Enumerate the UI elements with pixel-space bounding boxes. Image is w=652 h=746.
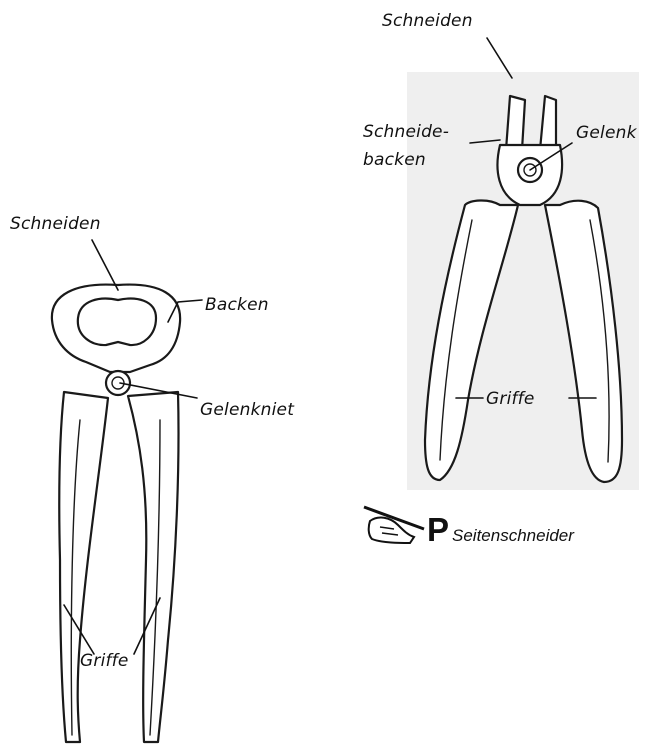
label-joint-rivet: Gelenkniet <box>200 400 295 420</box>
pincer-jaw-cavity <box>78 299 156 345</box>
label-cutting-jaws-2: backen <box>363 150 426 170</box>
caption-text: Seitenschneider <box>452 526 575 545</box>
side-cutter-blade-left <box>506 96 525 150</box>
label-cutting-edges-left: Schneiden <box>10 214 101 234</box>
label-cutting-edges-right: Schneiden <box>382 11 473 31</box>
leader-cutting-edges-left <box>92 240 118 290</box>
label-jaws: Backen <box>205 295 269 315</box>
pincer-rivet <box>106 371 130 395</box>
pincer-illustration <box>52 285 180 742</box>
pincer-handle-left <box>59 392 108 742</box>
caption-letter: P <box>427 511 449 548</box>
label-cutting-jaws-1: Schneide- <box>363 122 449 142</box>
pencil-hand-icon <box>364 507 424 543</box>
label-joint: Gelenk <box>576 123 638 143</box>
label-handles-right: Griffe <box>486 389 535 409</box>
pincer-handle-right <box>128 392 179 742</box>
label-handles-left: Griffe <box>80 651 129 671</box>
caption: P Seitenschneider <box>364 507 575 548</box>
